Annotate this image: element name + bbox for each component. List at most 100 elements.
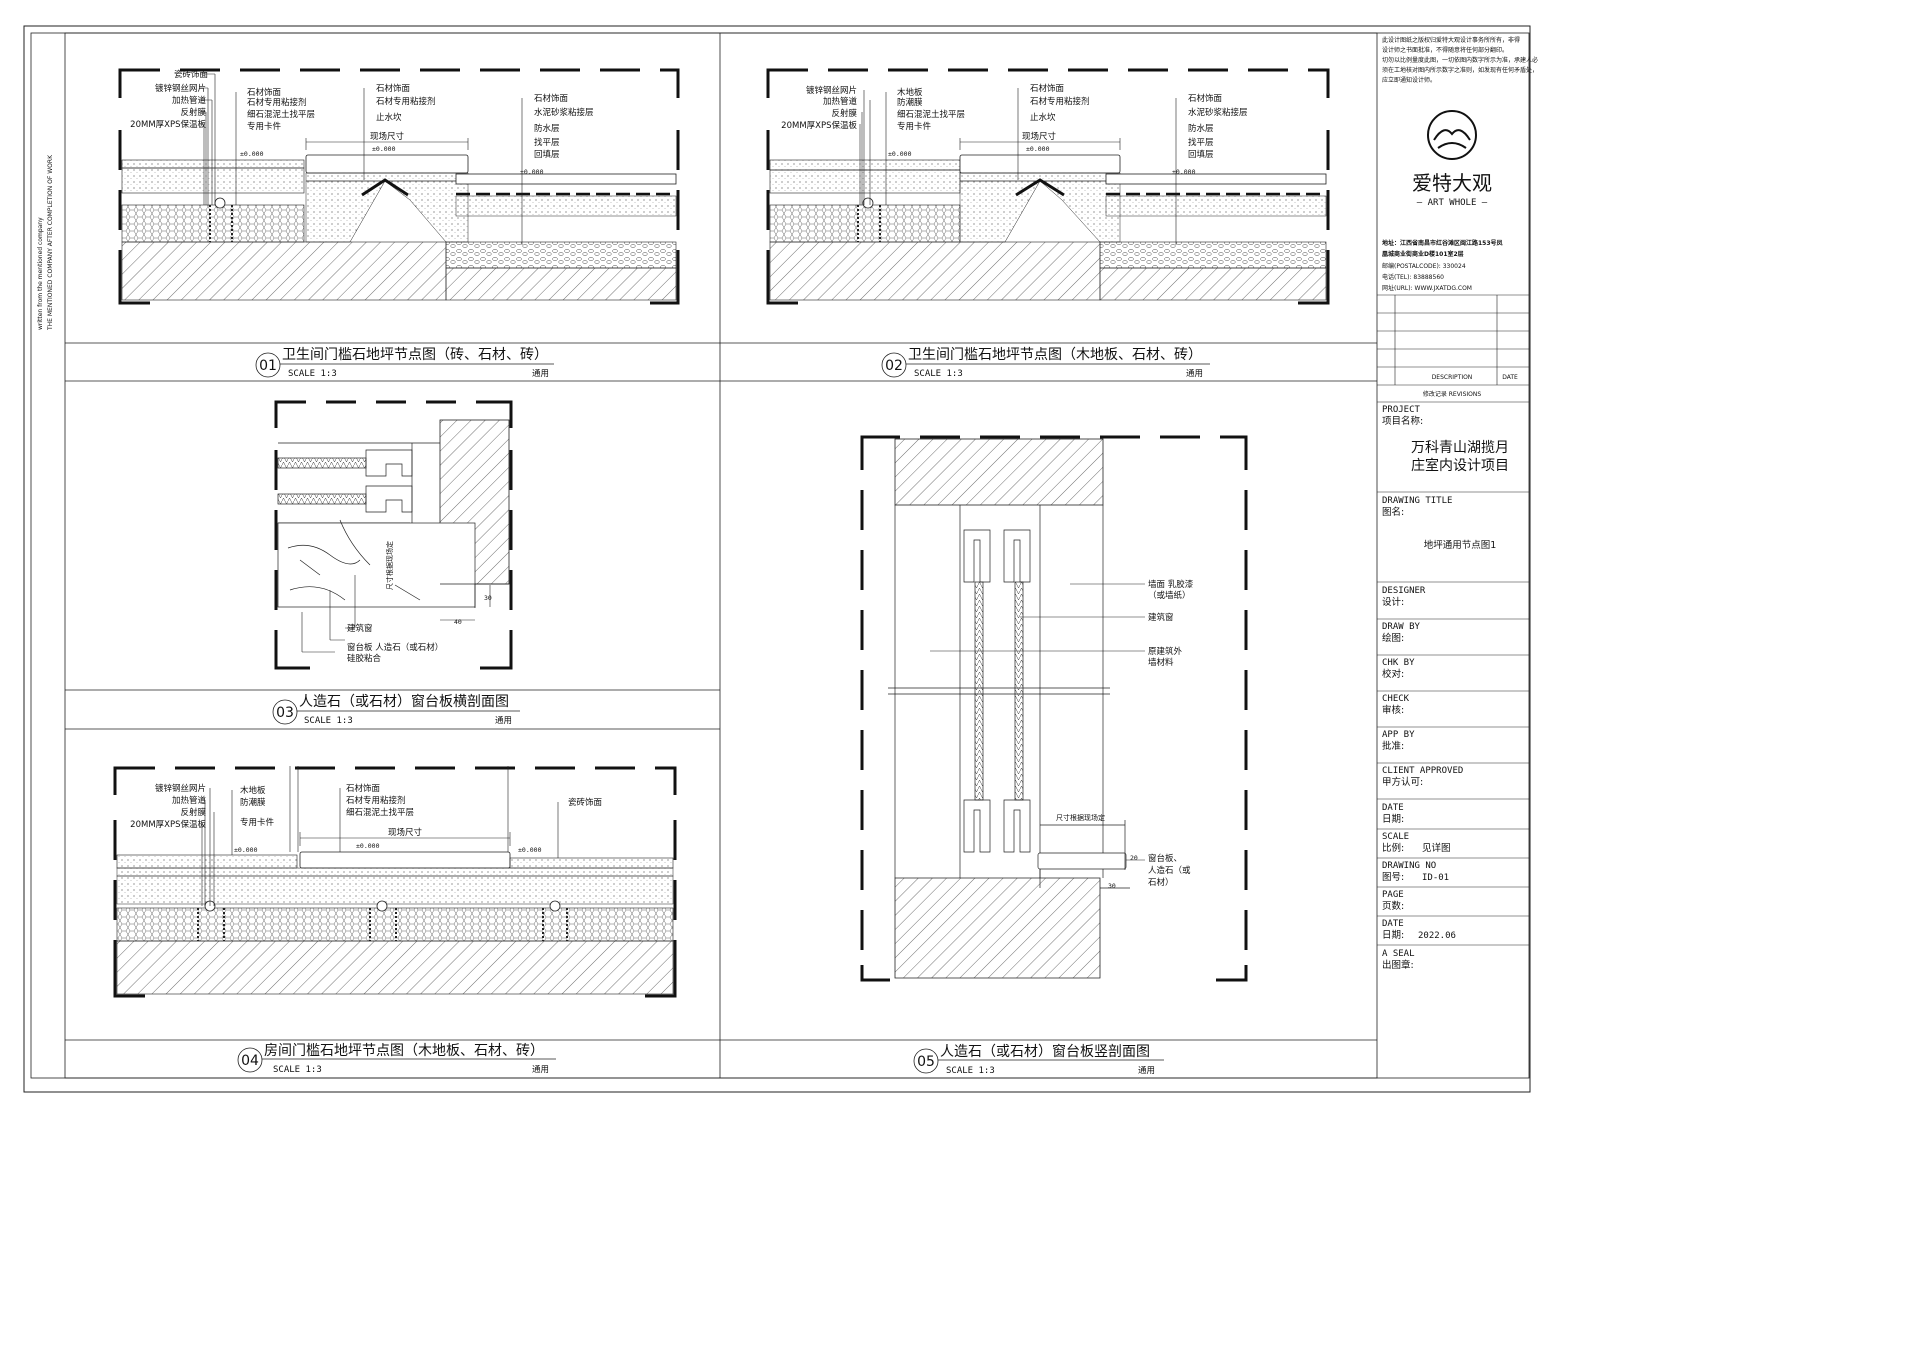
detail-01-frame-corners: [118, 68, 680, 305]
d4-label-l1: 加热管道: [172, 795, 207, 806]
brand-en: — ART WHOLE —: [1417, 198, 1488, 208]
d1-label-r4: 回填层: [534, 149, 560, 160]
titleblock-row-chk-by: CHK BY 校对:: [1382, 658, 1415, 680]
d1-label-r3: 找平层: [534, 137, 560, 148]
d1-title: 卫生间门槛石地坪节点图（砖、石材、砖）: [282, 347, 548, 363]
d3-label-1: 窗台板 人造石（或石材）: [347, 642, 443, 653]
d5-label-4: 墙材料: [1148, 657, 1174, 668]
d4-label-c2: 细石混泥土找平层: [346, 807, 414, 818]
copyright-line-4: 应立即通知设计师。: [1382, 76, 1436, 84]
d1-label-c2: 止水坎: [376, 112, 402, 123]
url: 网址(URL): WWW.JXATDG.COM: [1382, 284, 1472, 292]
row-cn: 日期:: [1382, 930, 1404, 941]
d1-number: 01: [259, 358, 277, 374]
d5-label-6: 人造石（或: [1148, 865, 1191, 876]
row-en: CHK BY: [1382, 658, 1415, 668]
d2-note: 通用: [1186, 368, 1203, 379]
copyright-line-3: 须在工地核对图内所示数字之准则，如发现有任何矛盾处，: [1382, 66, 1538, 74]
d5-title: 人造石（或石材）窗台板竖剖面图: [940, 1043, 1150, 1060]
d4-label-r0: 瓷砖饰面: [568, 797, 603, 808]
d1-dim-label: 现场尺寸: [370, 131, 405, 142]
d1-label-m3: 专用卡件: [247, 121, 282, 132]
row-value: 见详图: [1422, 842, 1451, 854]
d4-level-1: ±0.000: [234, 846, 258, 854]
d2-label-l1: 加热管道: [823, 96, 858, 107]
d4-label-l0: 镀锌钢丝网片: [155, 783, 206, 794]
row-en: PAGE: [1382, 890, 1404, 900]
titleblock-row-page: PAGE 页数:: [1382, 890, 1404, 912]
d5-label-5: 窗台板、: [1148, 853, 1182, 864]
d1-label-r0: 石材饰面: [534, 93, 569, 104]
d3-scale: SCALE 1:3: [304, 716, 353, 726]
d2-label-r0: 石材饰面: [1188, 93, 1223, 104]
d4-label-m0: 木地板: [240, 785, 266, 796]
d1-label-l4: 20MM厚XPS保温板: [130, 119, 206, 130]
d3-label-2: 硅胶粘合: [347, 653, 382, 664]
project-label-en: PROJECT: [1382, 405, 1421, 415]
d1-label-c0: 石材饰面: [376, 83, 411, 94]
row-en: DRAWING NO: [1382, 861, 1436, 871]
d4-title: 房间门槛石地坪节点图（木地板、石材、砖）: [264, 1043, 544, 1059]
postal: 邮编(POSTALCODE): 330024: [1382, 262, 1466, 270]
d3-number: 03: [276, 705, 294, 721]
row-cn: 甲方认可:: [1382, 776, 1423, 788]
d2-number: 02: [885, 358, 903, 374]
d4-note: 通用: [532, 1064, 549, 1075]
d1-level-3: ±0.000: [520, 168, 544, 176]
project-name-1: 庄室内设计项目: [1411, 457, 1509, 474]
detail-05: 墙面 乳胶漆 （或墙纸） 建筑窗 原建筑外 墙材料 窗台板、 人造石（或 石材）…: [720, 435, 1377, 1076]
revisions-label: 修改记录 REVISIONS: [1423, 390, 1482, 398]
titleblock-row-app-by: APP BY 批准:: [1382, 730, 1415, 752]
margin-note: written from the mentioned company THE M…: [37, 154, 54, 331]
d1-label-l2: 加热管道: [172, 95, 207, 106]
d2-title: 卫生间门槛石地坪节点图（木地板、石材、砖）: [908, 347, 1202, 363]
titleblock-row-seal: A SEAL 出图章:: [1382, 949, 1415, 971]
d1-label-m1: 石材专用粘接剂: [247, 97, 307, 108]
d1-label-c1: 石材专用粘接剂: [376, 96, 436, 107]
d5-label-1: （或墙纸）: [1148, 590, 1191, 601]
d2-label-m1: 防潮膜: [897, 97, 923, 108]
row-cn: 设计:: [1382, 596, 1404, 608]
drawing-title: 地坪通用节点图1: [1424, 539, 1497, 551]
d1-label-l3: 反射膜: [180, 107, 206, 118]
d4-label-l2: 反射膜: [180, 807, 206, 818]
d3-dim-1: 40: [454, 618, 462, 626]
row-cn: 出图章:: [1382, 959, 1414, 971]
d2-label-c2: 止水坎: [1030, 112, 1056, 123]
d5-label-7: 石材）: [1148, 877, 1174, 888]
d4-dim-label: 现场尺寸: [388, 827, 423, 838]
d2-level-1: ±0.000: [888, 150, 912, 158]
row-en: A SEAL: [1382, 949, 1415, 959]
d5-dim-0: 30: [1108, 882, 1116, 890]
d2-label-r1: 水泥砂浆粘接层: [1188, 107, 1248, 118]
project-label-cn: 项目名称:: [1382, 415, 1423, 427]
d5-scale: SCALE 1:3: [946, 1066, 995, 1076]
row-cn: 页数:: [1382, 900, 1404, 912]
d4-number: 04: [241, 1053, 259, 1069]
copyright-line-0: 此设计图纸之版权归爱特大观设计事务所所有，非得: [1382, 36, 1520, 44]
row-value: ID-01: [1422, 873, 1449, 883]
titleblock-row-date: DATE 日期:: [1382, 803, 1404, 825]
d2-label-m3: 专用卡件: [897, 121, 932, 132]
row-cn: 审核:: [1382, 704, 1404, 716]
d1-label-m2: 细石混泥土找平层: [247, 109, 315, 120]
titleblock-row-date-2: DATE 日期: 2022.06: [1382, 919, 1456, 941]
row-en: DATE: [1382, 803, 1404, 813]
d2-label-c0: 石材饰面: [1030, 83, 1065, 94]
d2-label-r3: 找平层: [1188, 137, 1214, 148]
d1-level-2: ±0.000: [372, 145, 396, 153]
d3-title: 人造石（或石材）窗台板横剖面图: [299, 693, 509, 710]
drawing-title-label-en: DRAWING TITLE: [1382, 496, 1452, 506]
d1-label-r1: 水泥砂浆粘接层: [534, 107, 594, 118]
row-value: 2022.06: [1418, 931, 1456, 941]
d5-label-2: 建筑窗: [1148, 612, 1174, 623]
d2-label-l2: 反射膜: [831, 108, 857, 119]
row-cn: 批准:: [1382, 740, 1404, 752]
margin-note-line-2: THE MENTIONED COMPANY AFTER COMPLETION O…: [47, 154, 54, 331]
tel: 电话(TEL): 83888560: [1382, 273, 1444, 281]
d3-note: 通用: [495, 715, 512, 726]
d1-note: 通用: [532, 368, 549, 379]
d4-label-c1: 石材专用粘接剂: [346, 795, 406, 806]
titleblock-row-designer: DESIGNER 设计:: [1382, 586, 1426, 608]
titleblock-row-drawing-no: DRAWING NO 图号: ID-01: [1382, 861, 1449, 883]
